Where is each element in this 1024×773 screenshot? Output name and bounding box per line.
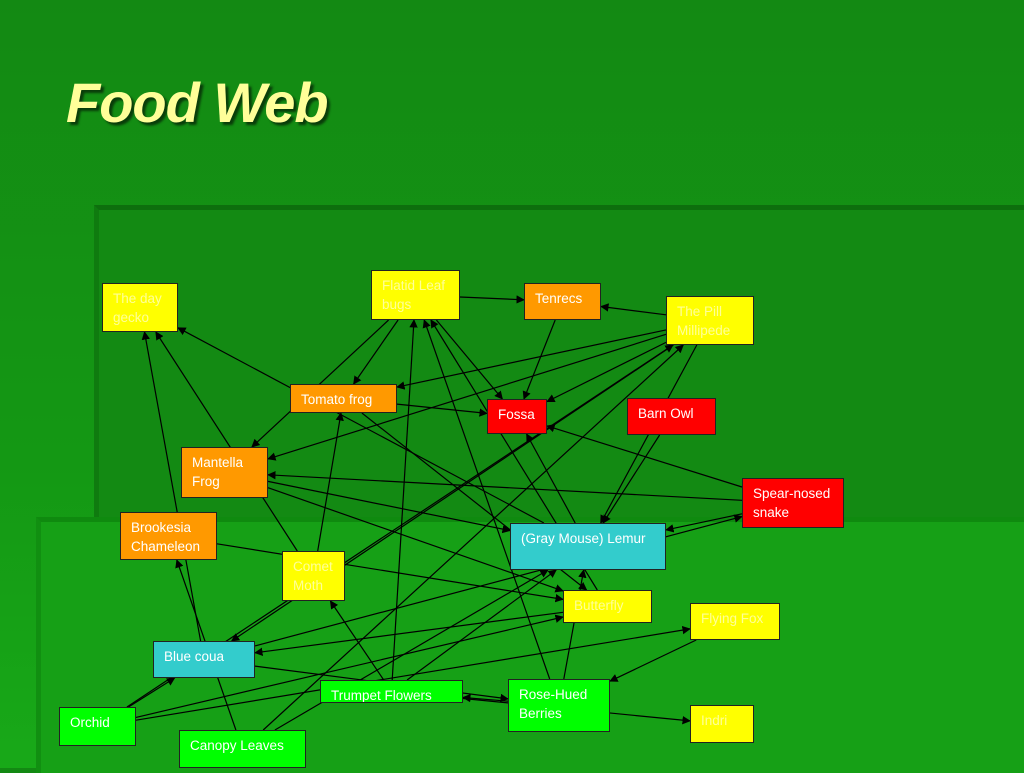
node-blue-coua: Blue coua — [153, 641, 255, 678]
arrow-trumpet-flowers-to-flatid-leaf-bugs — [391, 319, 418, 681]
arrow-flatid-leaf-bugs-to-tomato-frog — [353, 319, 399, 385]
node-day-gecko: The day gecko — [102, 283, 178, 332]
node-butterfly: Butterfly — [563, 590, 652, 623]
arrow-rose-hued-berries-to-trumpet-flowers — [462, 693, 509, 703]
node-trumpet-flowers: Trumpet Flowers — [320, 680, 463, 703]
node-mantella-frog: Mantella Frog — [181, 447, 268, 498]
arrow-tenrecs-to-fossa — [522, 319, 556, 400]
slide-title: Food Web — [66, 71, 329, 134]
node-pill-millipede: The Pill Millipede — [666, 296, 754, 345]
arrow-trumpet-flowers-to-gray-mouse-lemur — [406, 569, 557, 681]
arrow-pill-millipede-to-fossa — [546, 341, 667, 403]
arrow-rose-hued-berries-to-gray-mouse-lemur — [563, 569, 587, 680]
arrow-blue-coua-to-day-gecko — [141, 331, 202, 642]
arrow-mantella-frog-to-gray-mouse-lemur — [267, 480, 511, 534]
arrow-flatid-leaf-bugs-to-mantella-frog — [251, 319, 390, 448]
arrow-canopy-leaves-to-pill-millipede — [262, 344, 684, 731]
node-fossa: Fossa — [487, 399, 547, 434]
arrow-trumpet-flowers-to-comet-moth — [329, 600, 385, 681]
node-rose-hued-berries: Rose-Hued Berries — [508, 679, 610, 732]
arrow-orchid-to-flying-fox — [135, 625, 691, 721]
arrow-comet-moth-to-tomato-frog — [317, 412, 344, 552]
arrow-orchid-to-blue-coua — [128, 677, 176, 708]
arrow-spear-nosed-snake-to-fossa — [546, 424, 743, 488]
arrow-flying-fox-to-rose-hued-berries — [609, 639, 697, 682]
arrow-pill-millipede-to-mantella-frog — [267, 333, 667, 461]
node-spear-nosed-snake: Spear-nosed snake — [742, 478, 844, 528]
node-barn-owl: Barn Owl — [627, 398, 716, 435]
node-flying-fox: Flying Fox — [690, 603, 780, 640]
arrow-orchid-to-butterfly — [135, 614, 564, 718]
node-gray-mouse-lemur: (Gray Mouse) Lemur — [510, 523, 666, 570]
node-indri: Indri — [690, 705, 754, 743]
arrow-pill-millipede-to-tenrecs — [600, 303, 667, 316]
node-tenrecs: Tenrecs — [524, 283, 601, 320]
arrow-mantella-frog-to-butterfly — [267, 487, 564, 593]
arrow-flatid-leaf-bugs-to-fossa — [435, 319, 503, 400]
arrow-barn-owl-to-gray-mouse-lemur — [602, 434, 661, 524]
node-orchid: Orchid — [59, 707, 136, 746]
arrow-tomato-frog-to-fossa — [396, 403, 488, 417]
arrow-gray-mouse-lemur-to-fossa — [526, 433, 576, 524]
node-tomato-frog: Tomato frog — [290, 384, 397, 413]
arrow-gray-mouse-lemur-to-day-gecko — [177, 327, 545, 524]
node-flatid-leaf-bugs: Flatid Leaf bugs — [371, 270, 460, 320]
arrow-flatid-leaf-bugs-to-tenrecs — [459, 295, 525, 304]
arrow-rose-hued-berries-to-flatid-leaf-bugs — [422, 319, 551, 680]
arrow-pill-millipede-to-tomato-frog — [396, 329, 667, 390]
arrow-comet-moth-to-day-gecko — [155, 331, 298, 552]
node-comet-moth: Comet Moth — [282, 551, 345, 601]
arrow-canopy-leaves-to-gray-mouse-lemur — [274, 569, 549, 731]
arrow-spear-nosed-snake-to-gray-mouse-lemur — [665, 513, 743, 533]
node-canopy-leaves: Canopy Leaves — [179, 730, 306, 768]
arrow-brookesia-chameleon-to-butterfly — [216, 543, 564, 603]
node-brookesia-chameleon: Brookesia Chameleon — [120, 512, 217, 560]
arrow-spear-nosed-snake-to-mantella-frog — [267, 471, 743, 501]
arrow-butterfly-to-blue-coua — [254, 611, 564, 656]
